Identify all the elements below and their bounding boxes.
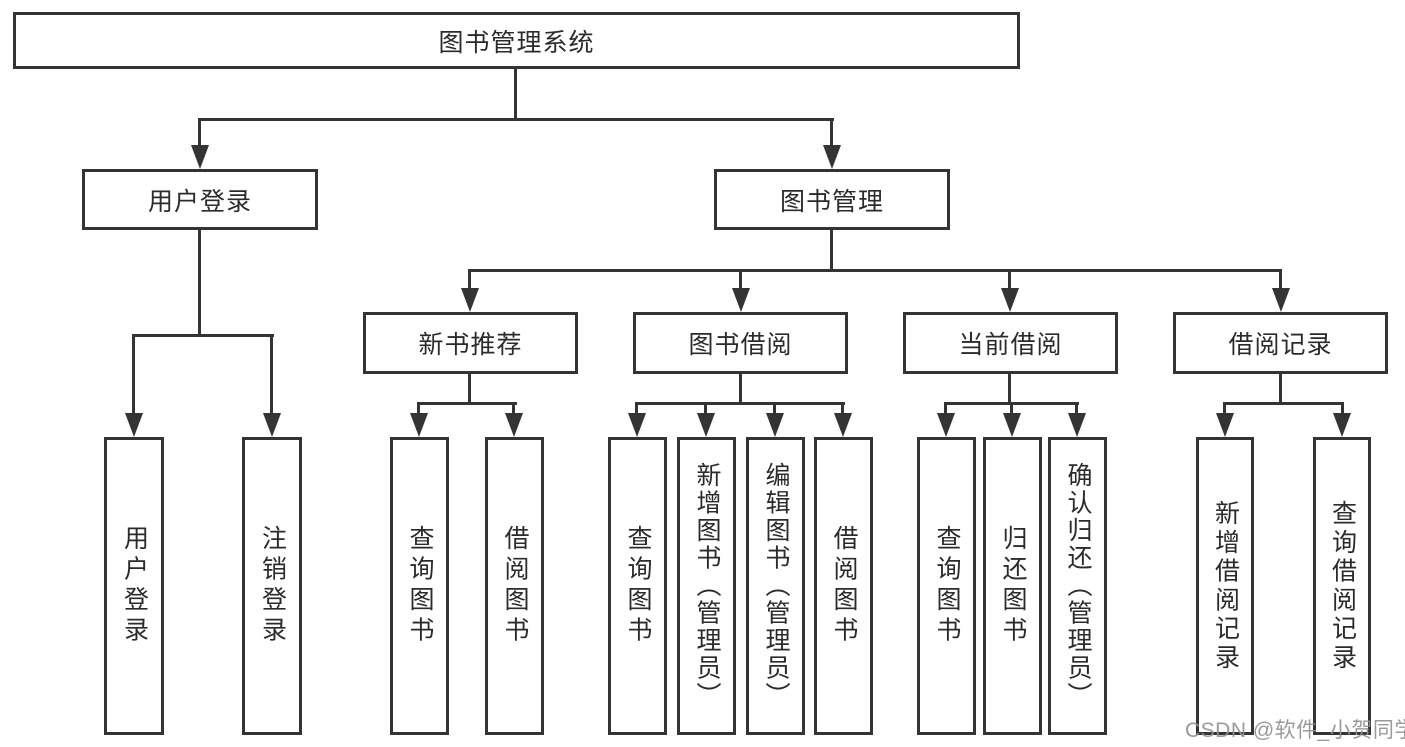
leaf-record-query-label: 查询借阅记录 bbox=[1328, 499, 1357, 673]
leaf-user-login-label: 用户登录 bbox=[120, 525, 149, 647]
leaf-current-query: 查询图书 bbox=[917, 437, 976, 735]
connector-s1-stem-1 bbox=[417, 405, 420, 414]
arrowhead-current-borrowing bbox=[1001, 288, 1019, 312]
connector-s2-stem-2 bbox=[704, 405, 707, 414]
connector-stem-current-borrowing bbox=[1008, 272, 1011, 289]
arrowhead-s1-leaf-1 bbox=[410, 413, 428, 437]
node-current-borrowing: 当前借阅 bbox=[903, 312, 1118, 374]
node-book-management: 图书管理 bbox=[714, 169, 950, 230]
arrowhead-book-management bbox=[823, 145, 841, 169]
leaf-borrowing-add-label: 新增图书（管理员） bbox=[693, 462, 721, 710]
connector-s3-stem-2 bbox=[1010, 405, 1013, 414]
leaf-current-confirm-label: 确认归还（管理员） bbox=[1064, 462, 1092, 710]
arrowhead-s1-leaf-2 bbox=[505, 413, 523, 437]
connector-book-horizontal bbox=[468, 269, 1282, 272]
leaf-newbook-query: 查询图书 bbox=[390, 437, 449, 735]
connector-user-horizontal bbox=[132, 334, 274, 337]
arrowhead-s4-leaf-2 bbox=[1333, 413, 1351, 437]
connector-s2-horizontal bbox=[635, 402, 845, 405]
connector-s3-stem-1 bbox=[944, 405, 947, 414]
connector-stem-new-book bbox=[468, 272, 471, 289]
leaf-borrowing-query: 查询图书 bbox=[608, 437, 667, 735]
connector-stem-borrow-records bbox=[1279, 272, 1282, 289]
arrowhead-user-login bbox=[191, 145, 209, 169]
connector-s2-stem-3 bbox=[773, 405, 776, 414]
arrowhead-new-book bbox=[461, 288, 479, 312]
leaf-borrowing-query-label: 查询图书 bbox=[624, 525, 652, 647]
arrowhead-s3-leaf-2 bbox=[1003, 413, 1021, 437]
leaf-newbook-borrow-label: 借阅图书 bbox=[501, 525, 529, 647]
connector-s1-stem-2 bbox=[512, 405, 515, 414]
node-new-book-recommend-label: 新书推荐 bbox=[418, 331, 523, 359]
leaf-record-add: 新增借阅记录 bbox=[1196, 437, 1254, 735]
leaf-newbook-borrow: 借阅图书 bbox=[485, 437, 544, 735]
leaf-newbook-query-label: 查询图书 bbox=[406, 525, 434, 647]
leaf-current-query-label: 查询图书 bbox=[933, 525, 961, 647]
leaf-current-return: 归还图书 bbox=[983, 437, 1042, 735]
connector-stem-book-borrowing bbox=[739, 272, 742, 289]
node-library-system: 图书管理系统 bbox=[13, 12, 1020, 69]
connector-user-trunk bbox=[198, 230, 201, 336]
arrowhead-borrow-records bbox=[1272, 288, 1290, 312]
arrowhead-s2-leaf-1 bbox=[628, 413, 646, 437]
node-borrow-records-label: 借阅记录 bbox=[1228, 331, 1333, 359]
connector-s3-trunk bbox=[1008, 374, 1011, 404]
leaf-current-confirm: 确认归还（管理员） bbox=[1048, 437, 1107, 735]
node-user-login-label: 用户登录 bbox=[147, 187, 252, 216]
node-user-login: 用户登录 bbox=[82, 169, 318, 230]
node-new-book-recommend: 新书推荐 bbox=[363, 312, 578, 374]
leaf-borrowing-edit-label: 编辑图书（管理员） bbox=[762, 462, 790, 710]
connector-stem-user-login bbox=[198, 121, 201, 147]
node-borrow-records: 借阅记录 bbox=[1173, 312, 1388, 374]
leaf-current-return-label: 归还图书 bbox=[999, 525, 1027, 647]
arrowhead-leaf-logout bbox=[263, 413, 281, 437]
node-book-borrowing: 图书借阅 bbox=[633, 312, 848, 374]
connector-s4-trunk bbox=[1279, 374, 1282, 404]
connector-s2-trunk bbox=[739, 374, 742, 404]
connector-stem-leaf-login bbox=[132, 337, 135, 414]
leaf-record-query: 查询借阅记录 bbox=[1313, 437, 1371, 735]
connector-root-horizontal bbox=[198, 118, 834, 121]
node-current-borrowing-label: 当前借阅 bbox=[958, 331, 1063, 359]
connector-s3-horizontal bbox=[944, 402, 1079, 405]
connector-s4-horizontal bbox=[1223, 402, 1344, 405]
csdn-watermark: CSDN @软件_小贺同学 bbox=[1185, 719, 1405, 742]
leaf-borrowing-edit: 编辑图书（管理员） bbox=[746, 437, 805, 735]
node-library-system-label: 图书管理系统 bbox=[438, 28, 595, 57]
arrowhead-s2-leaf-3 bbox=[766, 413, 784, 437]
arrowhead-s3-leaf-3 bbox=[1068, 413, 1086, 437]
connector-s2-stem-1 bbox=[635, 405, 638, 414]
leaf-user-login: 用户登录 bbox=[104, 437, 164, 735]
node-book-borrowing-label: 图书借阅 bbox=[688, 331, 793, 359]
arrowhead-s4-leaf-1 bbox=[1216, 413, 1234, 437]
arrowhead-s2-leaf-4 bbox=[834, 413, 852, 437]
arrowhead-book-borrowing bbox=[732, 288, 750, 312]
leaf-logout: 注销登录 bbox=[242, 437, 302, 735]
arrowhead-s2-leaf-2 bbox=[697, 413, 715, 437]
connector-book-trunk bbox=[830, 230, 833, 271]
connector-s1-horizontal bbox=[417, 402, 517, 405]
arrowhead-leaf-login bbox=[125, 413, 143, 437]
connector-s1-trunk bbox=[468, 374, 471, 404]
connector-stem-book-management bbox=[830, 121, 833, 147]
leaf-logout-label: 注销登录 bbox=[258, 525, 287, 647]
connector-s3-stem-3 bbox=[1075, 405, 1078, 414]
connector-s2-stem-4 bbox=[841, 405, 844, 414]
leaf-record-add-label: 新增借阅记录 bbox=[1211, 499, 1240, 673]
connector-s4-stem-2 bbox=[1341, 405, 1344, 414]
node-book-management-label: 图书管理 bbox=[779, 187, 884, 216]
leaf-borrowing-add: 新增图书（管理员） bbox=[677, 437, 736, 735]
leaf-borrowing-borrow: 借阅图书 bbox=[814, 437, 873, 735]
leaf-borrowing-borrow-label: 借阅图书 bbox=[830, 525, 858, 647]
arrowhead-s3-leaf-1 bbox=[937, 413, 955, 437]
connector-root-trunk bbox=[514, 69, 517, 120]
connector-s4-stem-1 bbox=[1223, 405, 1226, 414]
connector-stem-leaf-logout bbox=[270, 337, 273, 414]
